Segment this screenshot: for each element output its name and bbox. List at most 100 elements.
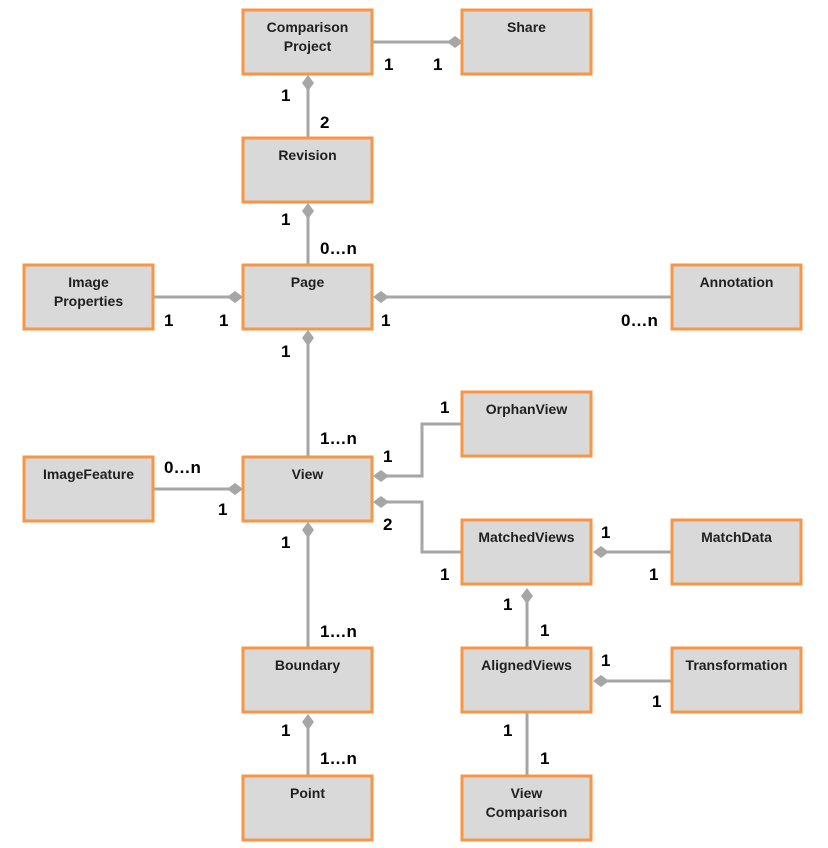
composition-diamond-icon — [593, 546, 609, 558]
class-box-boundary[interactable]: Boundary — [241, 646, 374, 714]
multiplicity-label: 1 — [540, 749, 549, 768]
class-box-label: Project — [284, 38, 332, 54]
class-box-image-feature[interactable]: ImageFeature — [22, 455, 155, 523]
composition-diamond-icon — [302, 522, 314, 538]
connection-page-view — [302, 330, 314, 457]
class-box-frame — [460, 390, 593, 458]
class-box-view[interactable]: View — [241, 455, 374, 523]
class-box-label: View — [511, 785, 543, 801]
multiplicity-label: 1 — [601, 523, 610, 542]
multiplicity-label: 0…n — [621, 311, 658, 330]
multiplicity-label: 1…n — [320, 622, 357, 641]
multiplicity-label: 1 — [440, 565, 449, 584]
composition-diamond-icon — [302, 714, 314, 730]
multiplicity-label: 1 — [281, 342, 290, 361]
class-box-frame — [241, 263, 374, 331]
multiplicity-label: 1 — [383, 447, 392, 466]
class-box-label: Transformation — [686, 657, 788, 673]
class-box-label: View — [292, 466, 324, 482]
class-box-frame — [460, 518, 593, 586]
class-box-label: Point — [290, 785, 325, 801]
connector-line — [384, 500, 462, 554]
multiplicity-label: 0…n — [164, 458, 201, 477]
multiplicity-label: 1…n — [320, 749, 357, 768]
connection-image-properties-page — [153, 291, 243, 303]
class-box-frame — [670, 518, 803, 586]
class-box-label: Page — [291, 274, 325, 290]
composition-diamond-icon — [373, 470, 389, 482]
class-box-aligned-views[interactable]: AlignedViews — [460, 646, 593, 714]
class-box-revision[interactable]: Revision — [241, 136, 374, 204]
class-box-annotation[interactable]: Annotation — [670, 263, 803, 331]
connection-project-share — [372, 36, 463, 48]
composition-diamond-icon — [521, 588, 533, 604]
multiplicity-label: 2 — [383, 515, 392, 534]
connection-aligned-views-transformation — [593, 675, 672, 687]
connection-view-boundary — [302, 522, 314, 648]
class-box-page[interactable]: Page — [241, 263, 374, 331]
multiplicity-label: 1 — [601, 651, 610, 670]
composition-diamond-icon — [227, 291, 243, 303]
class-box-label: Image — [68, 274, 109, 290]
class-box-label: Boundary — [275, 657, 341, 673]
multiplicity-label: 1 — [503, 595, 512, 614]
class-box-frame — [22, 263, 155, 331]
composition-diamond-icon — [373, 291, 389, 303]
class-box-orphan-view[interactable]: OrphanView — [460, 390, 593, 458]
multiplicity-label: 1 — [649, 565, 658, 584]
class-box-frame — [460, 8, 593, 76]
class-box-frame — [241, 646, 374, 714]
multiplicity-label: 1…n — [320, 429, 357, 448]
connection-project-revision — [302, 75, 314, 138]
class-box-point[interactable]: Point — [241, 774, 374, 842]
multiplicity-label: 1 — [281, 210, 290, 229]
multiplicity-label: 1 — [433, 55, 442, 74]
class-box-share[interactable]: Share — [460, 8, 593, 76]
class-box-match-data[interactable]: MatchData — [670, 518, 803, 586]
class-box-label: MatchedViews — [478, 529, 574, 545]
class-box-label: Comparison — [486, 804, 568, 820]
connector-line — [384, 422, 462, 478]
connection-matched-views-aligned-views — [521, 588, 533, 648]
multiplicity-label: 1 — [381, 311, 390, 330]
boxes-layer: ComparisonProjectShareRevisionImagePrope… — [22, 8, 803, 842]
connection-view-orphan-view — [373, 422, 462, 482]
class-box-label: Properties — [54, 293, 123, 309]
class-box-transformation[interactable]: Transformation — [670, 646, 803, 714]
multiplicity-label: 1 — [281, 533, 290, 552]
class-box-frame — [241, 455, 374, 523]
connections-layer — [153, 36, 672, 776]
connection-revision-page — [302, 203, 314, 265]
class-box-label: ImageFeature — [43, 466, 134, 482]
multiplicity-label: 1 — [218, 500, 227, 519]
multiplicity-label: 0…n — [320, 239, 357, 258]
class-box-label: Comparison — [267, 19, 349, 35]
composition-diamond-icon — [302, 75, 314, 91]
connection-image-feature-view — [153, 483, 243, 495]
class-box-matched-views[interactable]: MatchedViews — [460, 518, 593, 586]
class-box-frame — [460, 774, 593, 842]
multiplicity-label: 1 — [440, 398, 449, 417]
composition-diamond-icon — [447, 36, 463, 48]
multiplicity-label: 2 — [320, 113, 329, 132]
connection-matched-views-match-data — [593, 546, 672, 558]
class-box-label: Revision — [278, 147, 336, 163]
multiplicity-label: 1 — [281, 721, 290, 740]
class-box-label: Share — [507, 19, 546, 35]
composition-diamond-icon — [302, 330, 314, 346]
class-box-frame — [670, 263, 803, 331]
class-box-frame — [22, 455, 155, 523]
class-box-frame — [241, 136, 374, 204]
multiplicity-label: 1 — [652, 692, 661, 711]
class-box-label: Annotation — [700, 274, 774, 290]
multiplicity-label: 1 — [540, 621, 549, 640]
composition-diamond-icon — [302, 203, 314, 219]
class-box-frame — [241, 774, 374, 842]
multiplicity-label: 1 — [219, 311, 228, 330]
multiplicity-label: 1 — [281, 86, 290, 105]
composition-diamond-icon — [227, 483, 243, 495]
